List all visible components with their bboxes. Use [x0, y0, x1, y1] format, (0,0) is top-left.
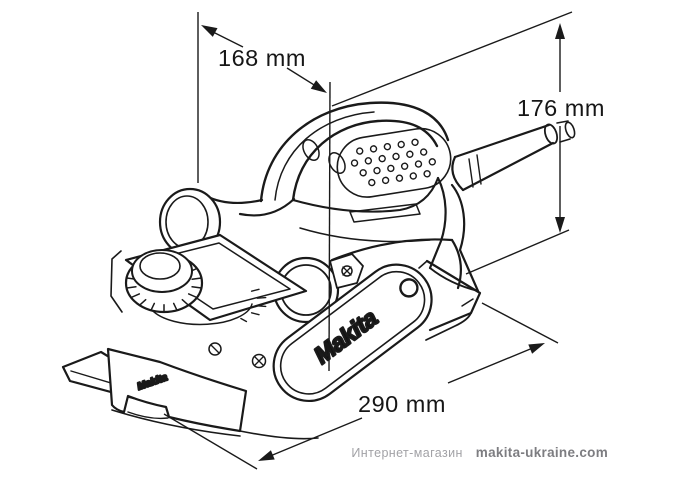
motor-housing: [299, 227, 463, 290]
dimension-line-length: [268, 347, 532, 458]
extension-line-base-back: [481, 302, 559, 344]
rear-handle-post: [428, 176, 480, 293]
dimension-lines: [163, 11, 573, 470]
dimension-height-label: 176 mm: [517, 95, 605, 121]
watermark: Интернет-магазин makita-ukraine.com: [351, 445, 608, 460]
extension-line-top: [331, 11, 573, 107]
extension-line-blade: [328, 81, 331, 372]
extension-line-base-rear: [465, 229, 570, 275]
arrowhead-290-left: [258, 450, 275, 461]
arrowhead-168-left: [201, 25, 218, 37]
watermark-site-label: makita-ukraine.com: [475, 445, 608, 460]
dimension-labels: 168 mm 176 mm 290 mm: [218, 45, 605, 417]
arrowhead-176-up: [555, 23, 565, 39]
belt-cover: Makita: [272, 263, 433, 402]
dimension-arrowheads: [201, 23, 565, 461]
depth-knob: [124, 249, 204, 314]
base-plate: [418, 259, 482, 332]
cord-boot: [451, 120, 576, 192]
watermark-shop-label: Интернет-магазин: [351, 446, 463, 460]
arrowhead-290-right: [528, 343, 545, 354]
arrowhead-168-right: [310, 80, 327, 93]
dimension-length-label: 290 mm: [358, 391, 446, 417]
arrowhead-176-down: [555, 217, 565, 233]
sole-near-edge: [425, 312, 472, 341]
extension-line-base-front: [163, 413, 258, 470]
grip-dots: [336, 127, 452, 198]
dimension-width-label: 168 mm: [218, 45, 306, 71]
main-handle: [259, 101, 452, 223]
